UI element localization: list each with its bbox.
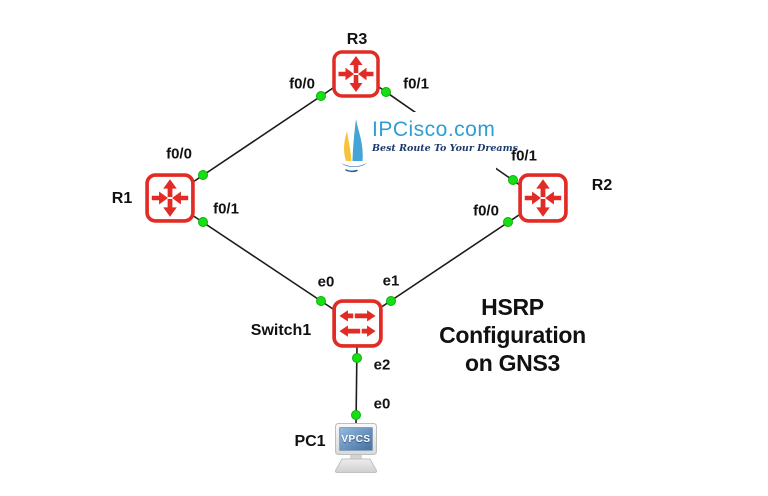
iface-label-switch1-e1[interactable]: e1 xyxy=(382,272,400,290)
title-annotation[interactable]: HSRP Configuration on GNS3 xyxy=(420,293,605,377)
device-label-pc1[interactable]: PC1 xyxy=(294,433,326,450)
iface-label-r1-f01[interactable]: f0/1 xyxy=(213,200,239,218)
link-switch1-pc1[interactable] xyxy=(355,343,358,427)
iface-label-r2-f00[interactable]: f0/0 xyxy=(473,202,499,220)
device-label-r1[interactable]: R1 xyxy=(111,190,133,207)
device-r1-router[interactable] xyxy=(145,173,195,223)
device-pc1-vpcs-host[interactable] xyxy=(328,423,384,473)
device-label-switch1[interactable]: Switch1 xyxy=(250,322,312,339)
device-switch1-ethernet-switch[interactable] xyxy=(332,299,383,348)
logo-brand-text: IPCisco.com xyxy=(372,118,496,141)
title-line-2: Configuration xyxy=(439,322,586,348)
iface-label-r1-f00[interactable]: f0/0 xyxy=(166,145,192,163)
sailboat-icon xyxy=(341,119,367,173)
link-r1-r3[interactable] xyxy=(192,85,337,183)
ethernet-switch-icon xyxy=(332,299,383,348)
iface-label-switch1-e2[interactable]: e2 xyxy=(373,356,391,374)
title-line-3: on GNS3 xyxy=(464,350,561,376)
iface-label-switch1-e0[interactable]: e0 xyxy=(317,273,335,291)
link-r1-switch1[interactable] xyxy=(191,214,337,312)
device-r2-router[interactable] xyxy=(518,173,568,223)
router-icon xyxy=(332,50,380,98)
device-r3-router[interactable] xyxy=(332,50,380,98)
device-label-r2[interactable]: R2 xyxy=(591,177,613,194)
iface-label-r2-f01[interactable]: f0/1 xyxy=(511,147,537,165)
iface-label-pc1-e0[interactable]: e0 xyxy=(373,395,391,413)
device-label-r3[interactable]: R3 xyxy=(346,31,368,48)
pc-monitor-icon xyxy=(334,423,378,473)
ipcisco-logo: IPCisco.com Best Route To Your Dreams xyxy=(338,112,518,174)
title-line-1: HSRP xyxy=(481,294,544,320)
iface-label-r3-f00[interactable]: f0/0 xyxy=(289,75,315,93)
logo-tagline-text: Best Route To Your Dreams xyxy=(372,143,518,154)
iface-label-r3-f01[interactable]: f0/1 xyxy=(403,75,429,93)
link-r2-switch1[interactable] xyxy=(376,214,520,311)
vpcs-screen-text: VPCS xyxy=(341,433,371,445)
router-icon xyxy=(518,173,568,223)
router-icon xyxy=(145,173,195,223)
